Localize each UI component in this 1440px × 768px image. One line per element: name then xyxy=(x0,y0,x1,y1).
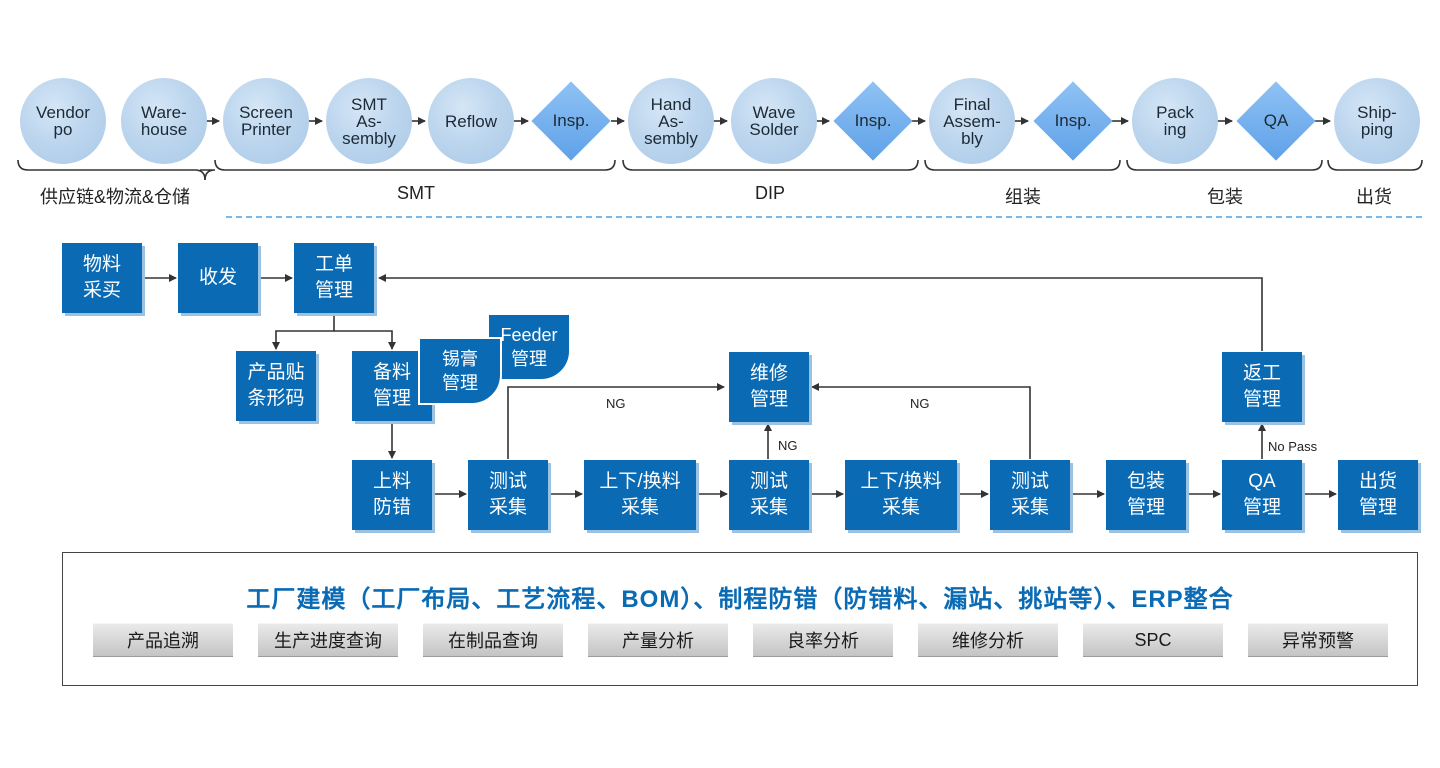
group-label-dip: DIP xyxy=(754,183,786,203)
vendor-po-node: Vendor po xyxy=(20,78,106,164)
test-box-2: 测试 采集 xyxy=(729,460,809,530)
panel-title: 工厂建模（工厂布局、工艺流程、BOM）、制程防错（防错料、漏站、挑站等）、ERP… xyxy=(246,586,1234,613)
no-pass-label: No Pass xyxy=(1268,439,1318,454)
shipping-node: Ship- ping xyxy=(1334,78,1420,164)
ng-label-left: NG xyxy=(606,396,626,411)
test-box-3: 测试 采集 xyxy=(990,460,1070,530)
qa-label: QA xyxy=(1263,111,1289,130)
screen-printer-node: Screen Printer xyxy=(223,78,309,164)
tag-exception-alert: 异常预警 xyxy=(1248,623,1388,657)
reflow-node: Reflow xyxy=(428,78,514,164)
changeover-box-2: 上下/换料 采集 xyxy=(845,460,957,530)
group-label-assembly: 组装 xyxy=(1005,187,1041,207)
tag-wip-query: 在制品查询 xyxy=(423,623,563,657)
work-order-box: 工单 管理 xyxy=(294,243,374,313)
section-divider xyxy=(226,216,1422,218)
warehouse-node: Ware- house xyxy=(121,78,207,164)
repair-box: 维修 管理 xyxy=(729,352,809,422)
inspection-label: Insp. xyxy=(552,111,590,130)
final-assembly-node: Final Assem- bly xyxy=(929,78,1015,164)
rework-box: 返工 管理 xyxy=(1222,352,1302,422)
product-label-box: 产品贴 条形码 xyxy=(236,351,316,421)
inspection-diamond-dip: Insp. xyxy=(833,81,913,161)
tag-repair-analysis: 维修分析 xyxy=(918,623,1058,657)
loading-box: 上料 防错 xyxy=(352,460,432,530)
group-label-supply: 供应链&物流&仓储 xyxy=(39,187,191,207)
ng-label-right: NG xyxy=(910,396,930,411)
solder-paste-box: 锡膏 管理 xyxy=(418,337,502,405)
smt-assembly-node: SMT As- sembly xyxy=(326,78,412,164)
ng-label-up: NG xyxy=(778,438,798,453)
feeder-box: Feeder 管理 xyxy=(487,313,571,381)
inspection-diamond-assembly: Insp. xyxy=(1033,81,1113,161)
inspection-label: Insp. xyxy=(854,111,892,130)
inspection-label: Insp. xyxy=(1054,111,1092,130)
group-label-packaging: 包装 xyxy=(1207,187,1243,207)
tag-output-analysis: 产量分析 xyxy=(588,623,728,657)
test-box-1: 测试 采集 xyxy=(468,460,548,530)
shipping-box: 出货 管理 xyxy=(1338,460,1418,530)
feature-panel: 工厂建模（工厂布局、工艺流程、BOM）、制程防错（防错料、漏站、挑站等）、ERP… xyxy=(62,552,1418,686)
wave-solder-node: Wave Solder xyxy=(731,78,817,164)
group-label-smt: SMT xyxy=(397,183,435,203)
tag-yield-analysis: 良率分析 xyxy=(753,623,893,657)
qa-diamond: QA xyxy=(1236,81,1316,161)
tag-spc: SPC xyxy=(1083,623,1223,657)
group-label-shipment: 出货 xyxy=(1356,187,1392,207)
changeover-box-1: 上下/换料 采集 xyxy=(584,460,696,530)
packing-box: 包装 管理 xyxy=(1106,460,1186,530)
hand-assembly-node: Hand As- sembly xyxy=(628,78,714,164)
material-purchase-box: 物料 采买 xyxy=(62,243,142,313)
packing-node: Pack ing xyxy=(1132,78,1218,164)
tag-product-trace: 产品追溯 xyxy=(93,623,233,657)
qa-box: QA 管理 xyxy=(1222,460,1302,530)
receiving-box: 收发 xyxy=(178,243,258,313)
inspection-diamond-smt: Insp. xyxy=(531,81,611,161)
tag-progress-query: 生产进度查询 xyxy=(258,623,398,657)
